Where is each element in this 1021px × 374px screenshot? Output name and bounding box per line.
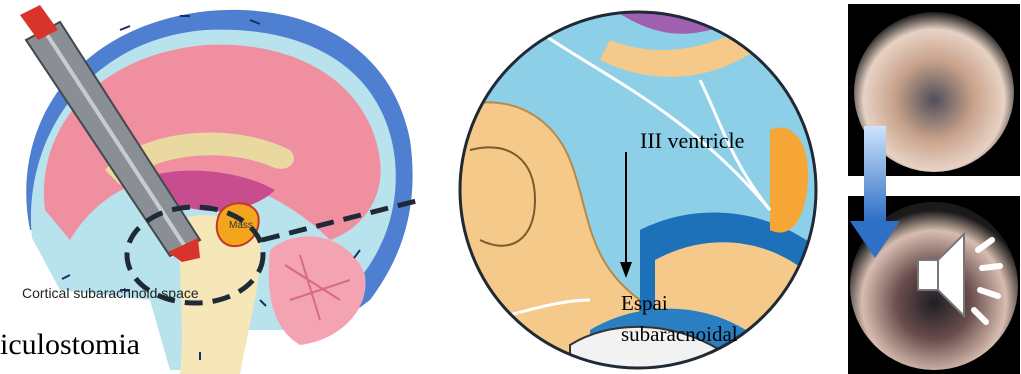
endoscopic-views xyxy=(846,0,1021,374)
zoom-detail-circle xyxy=(440,0,840,374)
subarachnoid-label-line1: Espai xyxy=(621,291,668,316)
mass-label: Mass xyxy=(229,220,253,231)
third-ventricle-label: III ventricle xyxy=(640,128,744,154)
caption-text: iculostomia xyxy=(0,328,140,362)
cortical-subarachnoid-label: Cortical subarachnoid space xyxy=(22,285,199,301)
brain-sagittal-illustration xyxy=(0,0,420,374)
subarachnoid-label-line2: subaracnoidal xyxy=(621,322,738,347)
